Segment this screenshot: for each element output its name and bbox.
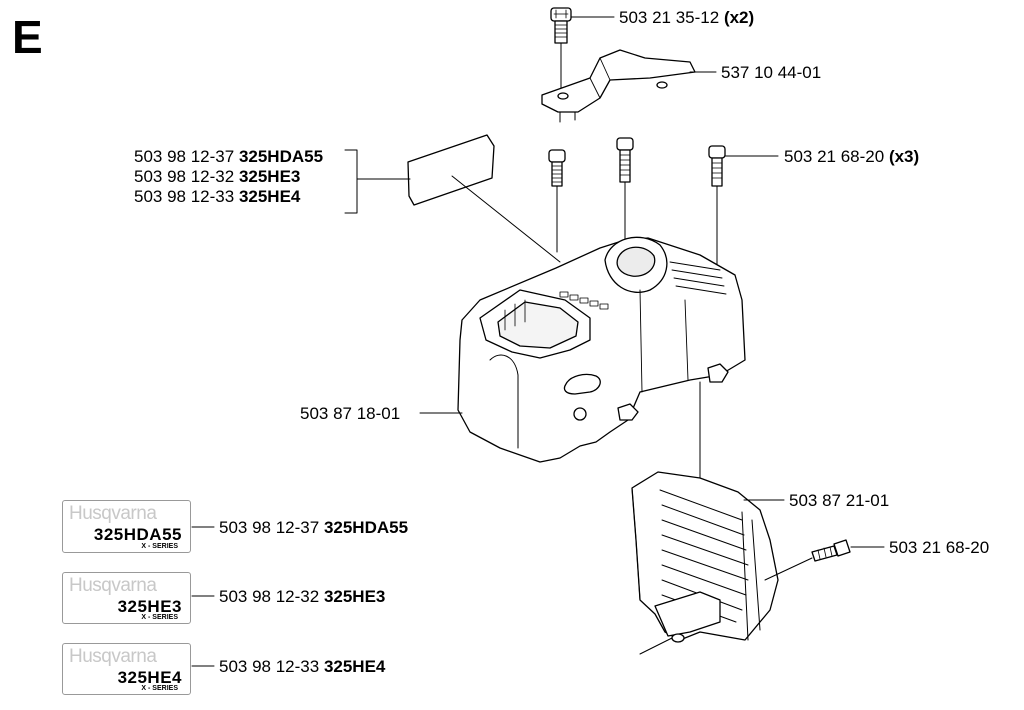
part-number: 537 10 44-01	[721, 63, 822, 82]
label-decal-group-1: 503 98 12-37 325HDA55	[134, 148, 323, 165]
part-number: 503 21 68-20	[889, 538, 990, 557]
decal-325he4: Husqvarna 325HE4 X - SERIES	[62, 643, 191, 695]
label-plate-illustration	[407, 134, 495, 206]
decal-325he3: Husqvarna 325HE3 X - SERIES	[62, 572, 191, 624]
label-screws-mid: 503 21 68-20 (x3)	[784, 148, 919, 165]
bracket-illustration	[541, 49, 696, 123]
label-cover: 503 87 18-01	[300, 405, 400, 422]
label-guard: 503 87 21-01	[789, 492, 889, 509]
part-number: 503 21 35-12	[619, 8, 720, 27]
leader-lines	[191, 16, 885, 667]
label-decal-group-3: 503 98 12-33 325HE4	[134, 188, 300, 205]
guard-illustration	[631, 471, 779, 643]
screw-mid-1	[548, 149, 566, 253]
model-name: 325HE3	[323, 587, 386, 606]
part-number: 503 98 12-32	[134, 167, 235, 186]
label-screw-side: 503 21 68-20	[889, 539, 989, 556]
part-number: 503 87 18-01	[300, 404, 401, 423]
quantity: (x3)	[888, 147, 920, 166]
decal-model: 325HDA55	[93, 525, 182, 544]
quantity: (x2)	[723, 8, 755, 27]
section-letter: E	[12, 11, 43, 63]
part-number: 503 21 68-20	[784, 147, 885, 166]
model-name: 325HE4	[238, 187, 301, 206]
brand-logo: Husqvarna	[69, 646, 157, 667]
brand-logo: Husqvarna	[69, 575, 157, 596]
screw-side-illustration	[811, 539, 851, 562]
model-name: 325HDA55	[238, 147, 324, 166]
decal-model: 325HE3	[117, 597, 182, 616]
label-screw-top: 503 21 35-12 (x2)	[619, 9, 754, 26]
model-name: 325HE4	[323, 657, 386, 676]
model-name: 325HDA55	[323, 518, 409, 537]
label-decal-group-2: 503 98 12-32 325HE3	[134, 168, 300, 185]
part-number: 503 98 12-33	[134, 187, 235, 206]
part-number: 503 98 12-37	[134, 147, 235, 166]
part-number: 503 87 21-01	[789, 491, 890, 510]
decal-model: 325HE4	[117, 668, 182, 687]
brand-logo: Husqvarna	[69, 503, 157, 524]
model-name: 325HE3	[238, 167, 301, 186]
label-decal-2: 503 98 12-32 325HE3	[219, 588, 385, 605]
decal-series: X - SERIES	[141, 614, 178, 621]
part-number: 503 98 12-37	[219, 518, 320, 537]
decal-series: X - SERIES	[141, 543, 178, 550]
decal-series: X - SERIES	[141, 685, 178, 692]
decal-325hda55: Husqvarna 325HDA55 X - SERIES	[62, 500, 191, 553]
cylinder-cover-illustration	[457, 236, 746, 463]
label-decal-1: 503 98 12-37 325HDA55	[219, 519, 408, 536]
part-number: 503 98 12-33	[219, 657, 320, 676]
screw-top-illustration	[550, 7, 572, 96]
label-bracket: 537 10 44-01	[721, 64, 821, 81]
part-number: 503 98 12-32	[219, 587, 320, 606]
label-decal-3: 503 98 12-33 325HE4	[219, 658, 385, 675]
